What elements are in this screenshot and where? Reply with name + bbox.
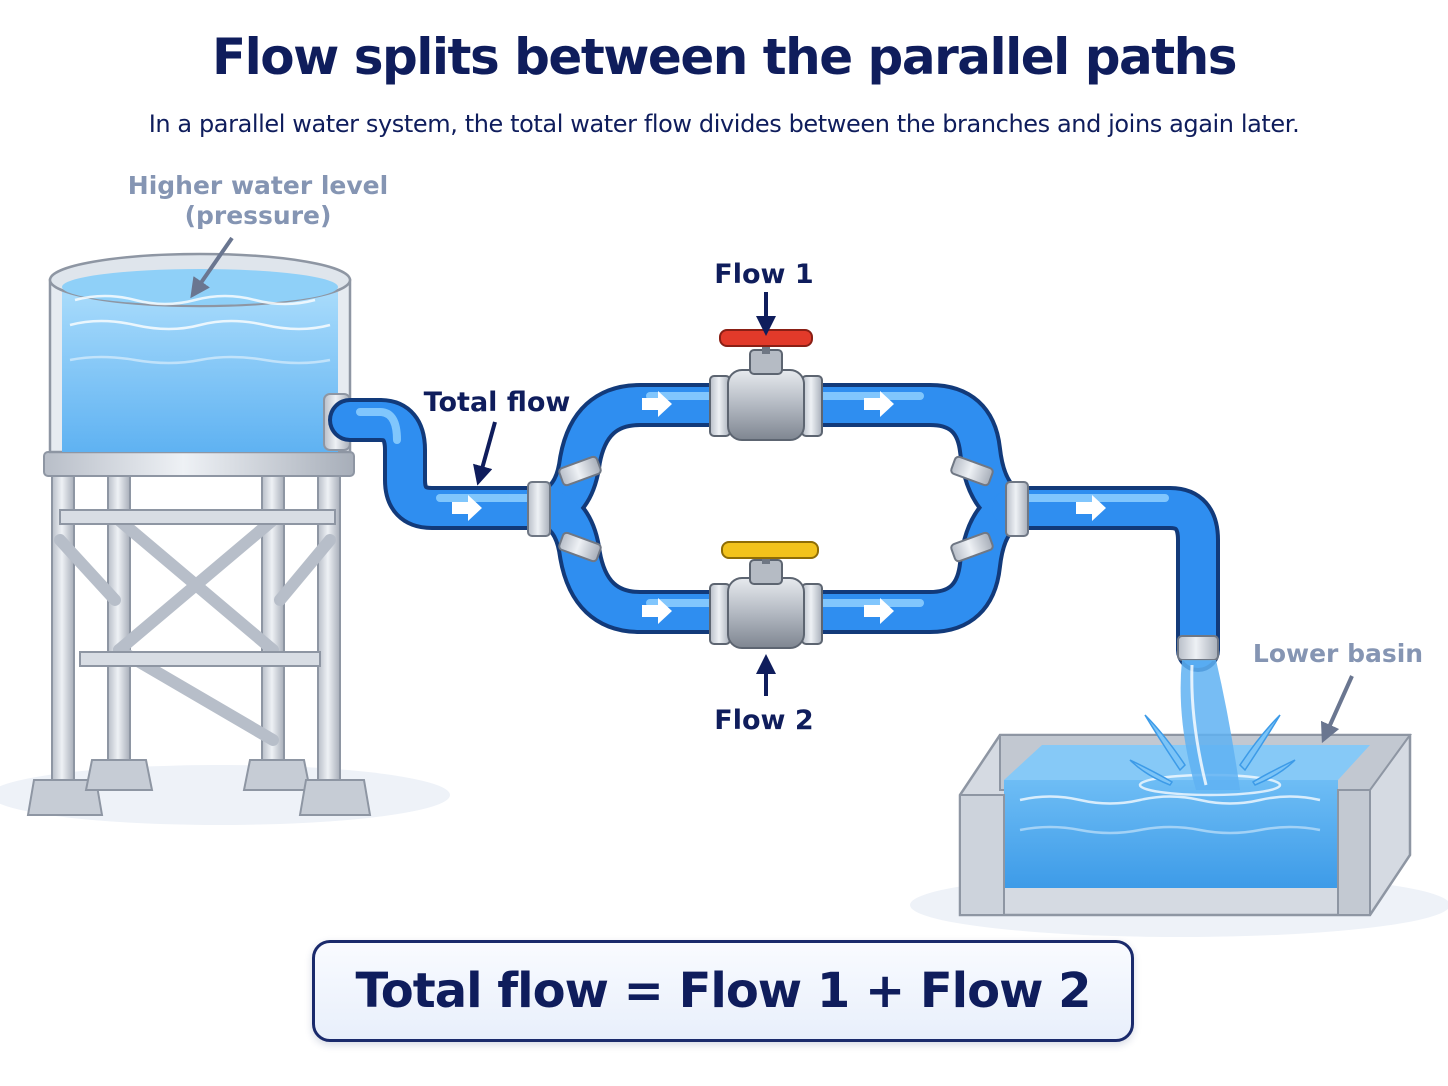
diagram-title: Flow splits between the parallel paths (211, 28, 1238, 86)
total-flow-label: Total flow (424, 387, 571, 418)
arrow-right-icon (452, 391, 1106, 624)
valve-flow-2 (709, 541, 823, 649)
arrow-pointer-icon (190, 236, 1354, 744)
flow-2-label: Flow 2 (714, 705, 813, 736)
pressure-label: (pressure) (185, 201, 332, 230)
water-tower (26, 252, 372, 816)
flow-1-label: Flow 1 (714, 259, 813, 290)
higher-water-level-label: Higher water level (128, 171, 388, 200)
lower-basin-label: Lower basin (1253, 639, 1423, 668)
diagram-subtitle: In a parallel water system, the total wa… (148, 110, 1300, 138)
formula-box: Total flow = Flow 1 + Flow 2 (312, 940, 1134, 1042)
valve-flow-1 (709, 329, 823, 441)
lower-basin (958, 733, 1412, 917)
pipe-junctions (527, 455, 1219, 661)
formula-text: Total flow = Flow 1 + Flow 2 (355, 963, 1091, 1019)
water-stream (1129, 660, 1296, 790)
